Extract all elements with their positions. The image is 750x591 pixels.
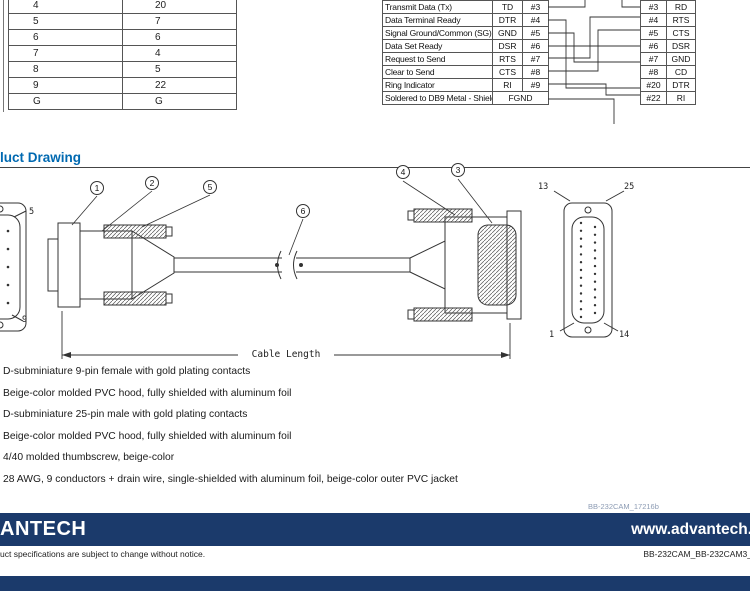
advantech-logo: ANTECH [0,518,87,540]
db9-front-view [0,202,27,332]
product-drawing-graphic [0,178,625,359]
callout-6: 6 [296,204,310,218]
website-link[interactable]: www.advantech. [631,521,750,538]
callout-leaders [71,178,493,256]
note-item: 28 AWG, 9 conductors + drain wire, singl… [3,473,458,485]
doc-reference-bottom: BB-232CAM_BB-232CAM3_ [643,549,750,559]
footer-brand-bar: ANTECH www.advantech. [0,513,750,546]
note-item: D-subminiature 9-pin female with gold pl… [3,366,251,377]
callout-1: 1 [90,181,104,195]
callout-4: 4 [396,165,410,179]
table-row: Transmit Data (Tx)TD#3 [382,0,549,14]
cable [174,250,410,280]
db9-connector-side [47,222,175,308]
db25-pin14-label: 14 [619,330,630,340]
note-item: 4/40 molded thumbscrew, beige-color [3,452,175,464]
db9-pin9-label: 9 [22,315,28,325]
wiring-diagram [548,0,640,124]
callout-3: 3 [451,163,465,177]
callout-2: 2 [145,176,159,190]
cable-length-label: Cable Length [238,349,334,360]
db25-connector-side [407,208,522,322]
db25-pin25-label: 25 [624,182,635,192]
db9-pin5-label: 5 [29,207,35,217]
section-divider [0,167,750,168]
notes-list: D-subminiature 9-pin female with gold pl… [3,366,703,496]
doc-reference-top: BB-232CAM_17216b [588,502,659,511]
section-title: luct Drawing [0,150,82,165]
note-item: Beige-color molded PVC hood, fully shiel… [3,430,292,442]
callout-5: 5 [203,180,217,194]
cropped-table-border [3,0,4,112]
page-bottom-strip [0,576,750,591]
db25-front-view [553,190,625,338]
db25-pin13-label: 13 [538,182,549,192]
note-item: D-subminiature 25-pin male with gold pla… [3,409,248,421]
note-item: Beige-color molded PVC hood, fully shiel… [3,387,292,399]
table-row: Signal Ground/Common (SG)GND#5 [382,26,549,40]
spec-notice: uct specifications are subject to change… [0,549,206,559]
db25-pin1-label: 1 [549,330,555,340]
